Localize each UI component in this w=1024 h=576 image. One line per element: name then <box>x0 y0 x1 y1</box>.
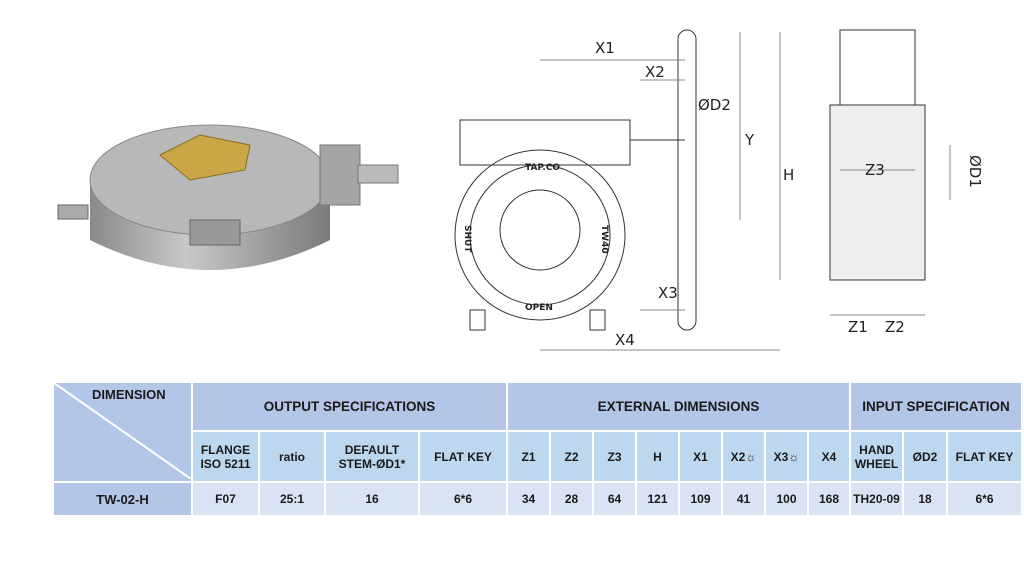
column-header: Z3 <box>592 430 637 483</box>
table-cell: 168 <box>807 481 851 517</box>
table-cell: 64 <box>592 481 637 517</box>
column-header: HAND WHEEL <box>849 430 904 483</box>
y-label: Y <box>744 131 755 149</box>
table-cell: TH20-09 <box>849 481 904 517</box>
x4-label: X4 <box>615 331 635 349</box>
table-cell: 109 <box>678 481 723 517</box>
table-cell: F07 <box>191 481 260 517</box>
model-label: TW40 <box>599 225 609 254</box>
column-header: X2☼ <box>721 430 766 483</box>
column-header: Z1 <box>506 430 551 483</box>
x2-label: X2 <box>645 63 665 81</box>
x3-label: X3 <box>658 284 678 302</box>
column-header: X4 <box>807 430 851 483</box>
column-header: DEFAULT STEM-ØD1* <box>324 430 420 483</box>
table-cell: 28 <box>549 481 594 517</box>
column-header: X3☼ <box>764 430 809 483</box>
table-cell: 34 <box>506 481 551 517</box>
x1-label: X1 <box>595 39 615 57</box>
table-cell: 41 <box>721 481 766 517</box>
column-header: X1 <box>678 430 723 483</box>
group-output: OUTPUT SPECIFICATIONS <box>191 381 508 432</box>
table-cell: 18 <box>902 481 948 517</box>
column-header: H <box>635 430 680 483</box>
column-header: FLAT KEY <box>946 430 1023 483</box>
z2-label: Z2 <box>885 318 905 336</box>
column-header: Z2 <box>549 430 594 483</box>
column-header: ratio <box>258 430 326 483</box>
dimension-header: DIMENSION <box>52 381 193 483</box>
table-cell: 6*6 <box>418 481 508 517</box>
table-cell: 6*6 <box>946 481 1023 517</box>
d1-label: ØD1 <box>966 155 984 188</box>
column-header: ØD2 <box>902 430 948 483</box>
model-cell: TW-02-H <box>52 481 193 517</box>
z1-label: Z1 <box>848 318 868 336</box>
z3-label: Z3 <box>865 161 885 179</box>
brand-label: TAP.CO <box>525 163 560 173</box>
shut-label: SHUT <box>462 225 472 253</box>
table-cell: 121 <box>635 481 680 517</box>
group-external: EXTERNAL DIMENSIONS <box>506 381 851 432</box>
column-header: FLANGE ISO 5211 <box>191 430 260 483</box>
spec-table: DIMENSION OUTPUT SPECIFICATIONS EXTERNAL… <box>52 381 1023 517</box>
table-cell: 25:1 <box>258 481 326 517</box>
d2-label: ØD2 <box>698 96 731 114</box>
group-input: INPUT SPECIFICATION <box>849 381 1023 432</box>
front-view-drawing: X1 X2 ØD2 Y H X3 X4 SHUT TAP.CO TW40 OPE… <box>454 29 794 351</box>
gearbox-render <box>57 124 399 270</box>
side-view-drawing: Z3 ØD1 Z1 Z2 <box>829 29 984 336</box>
column-header: FLAT KEY <box>418 430 508 483</box>
dimension-label: DIMENSION <box>92 387 166 402</box>
table-cell: 100 <box>764 481 809 517</box>
table-cell: 16 <box>324 481 420 517</box>
open-label: OPEN <box>525 303 553 313</box>
h-label: H <box>783 166 794 184</box>
